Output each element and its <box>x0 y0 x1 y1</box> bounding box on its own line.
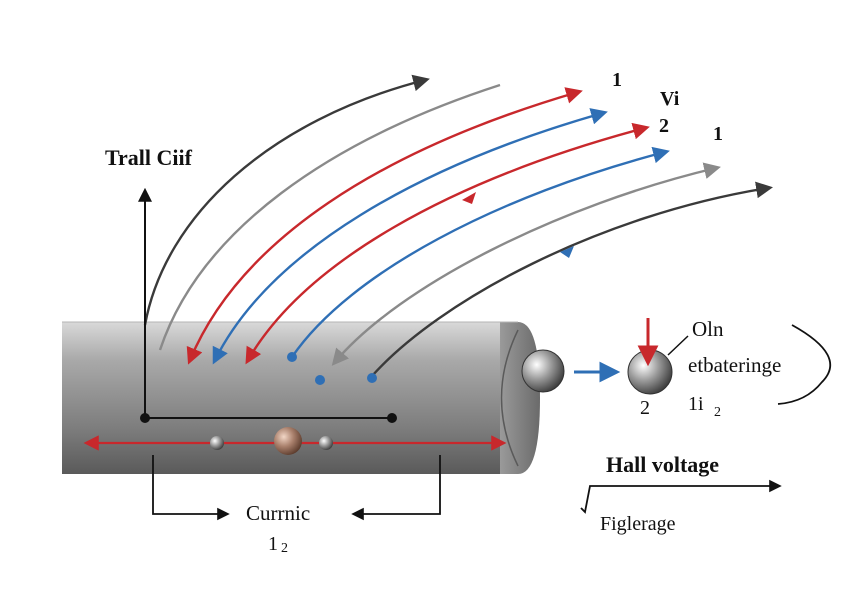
particle-label-line1: Oln <box>692 317 724 341</box>
current-sub-subscript: 2 <box>281 541 288 556</box>
bracket-curve <box>777 324 832 405</box>
field-lines <box>143 74 773 377</box>
particle-ball-left <box>521 349 565 393</box>
particle-label-subscript: 2 <box>714 405 721 420</box>
particle-label-right-number: 1i <box>688 393 704 415</box>
field-label-1: 1 <box>612 69 622 91</box>
field-line-8 <box>371 181 773 377</box>
particle-flow <box>521 318 832 405</box>
charge-carrier-left <box>210 436 224 450</box>
axis-lines <box>138 187 397 423</box>
current-sub-main: 1 <box>268 533 278 555</box>
particle-label-left-number: 2 <box>640 397 650 419</box>
charge-carrier-right <box>319 436 333 450</box>
field-label-vi: Vi <box>660 88 680 110</box>
particle-label-line2: etbateringe <box>688 353 781 377</box>
field-label-1b: 1 <box>713 123 723 145</box>
charge-carrier-center <box>274 427 302 455</box>
current-bracket <box>152 455 441 521</box>
field-line-midarrows <box>462 192 574 258</box>
particle-ball-right <box>627 349 673 395</box>
hall-voltage-arrow <box>580 479 782 514</box>
field-label-2: 2 <box>659 115 669 137</box>
diagram-title: Trall Ciif <box>105 145 193 170</box>
hall-voltage-title: Hall voltage <box>606 452 719 477</box>
hall-voltage-sub: Figlerage <box>600 513 676 535</box>
current-arrow <box>83 427 507 455</box>
current-label: Currnic <box>246 501 310 525</box>
field-line-7 <box>331 162 721 366</box>
entry-dots <box>287 352 377 385</box>
